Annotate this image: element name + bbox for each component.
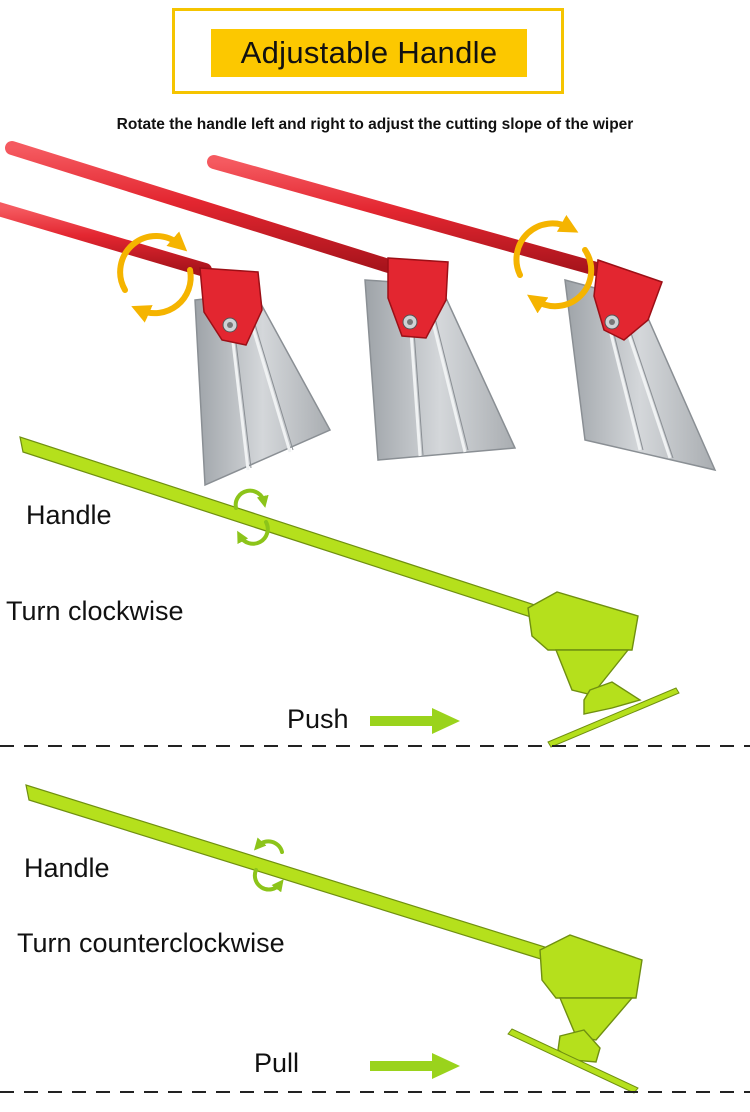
- handle-label-top: Handle: [26, 500, 112, 530]
- rotate-clockwise-icon: [233, 488, 270, 546]
- rotate-counterclockwise-icon: [252, 837, 284, 893]
- bracket-right: [593, 258, 663, 341]
- rotate-arrow-icon-left: [117, 231, 194, 323]
- pull-label: Pull: [254, 1048, 300, 1078]
- rotate-arrow-icon-right: [513, 214, 595, 314]
- handle-pole-middle: [5, 141, 402, 275]
- handle-label-bottom: Handle: [24, 853, 110, 883]
- diagram-top: [0, 436, 750, 748]
- handle-pole-left: [0, 202, 212, 277]
- pull-arrow-icon: [370, 1053, 460, 1079]
- push-label: Push: [287, 704, 349, 734]
- handle-pole-right: [207, 155, 607, 277]
- page-title: Adjustable Handle: [240, 35, 498, 70]
- bracket-left: [199, 267, 263, 346]
- bracket-middle: [387, 257, 449, 339]
- diagram-bottom: [0, 784, 750, 1094]
- turn-counterclockwise-label: Turn counterclockwise: [17, 928, 285, 958]
- subtitle: Rotate the handle left and right to adju…: [116, 116, 634, 133]
- push-arrow-icon: [370, 708, 460, 734]
- title-box: Adjustable Handle: [211, 29, 527, 77]
- turn-clockwise-label: Turn clockwise: [6, 596, 184, 626]
